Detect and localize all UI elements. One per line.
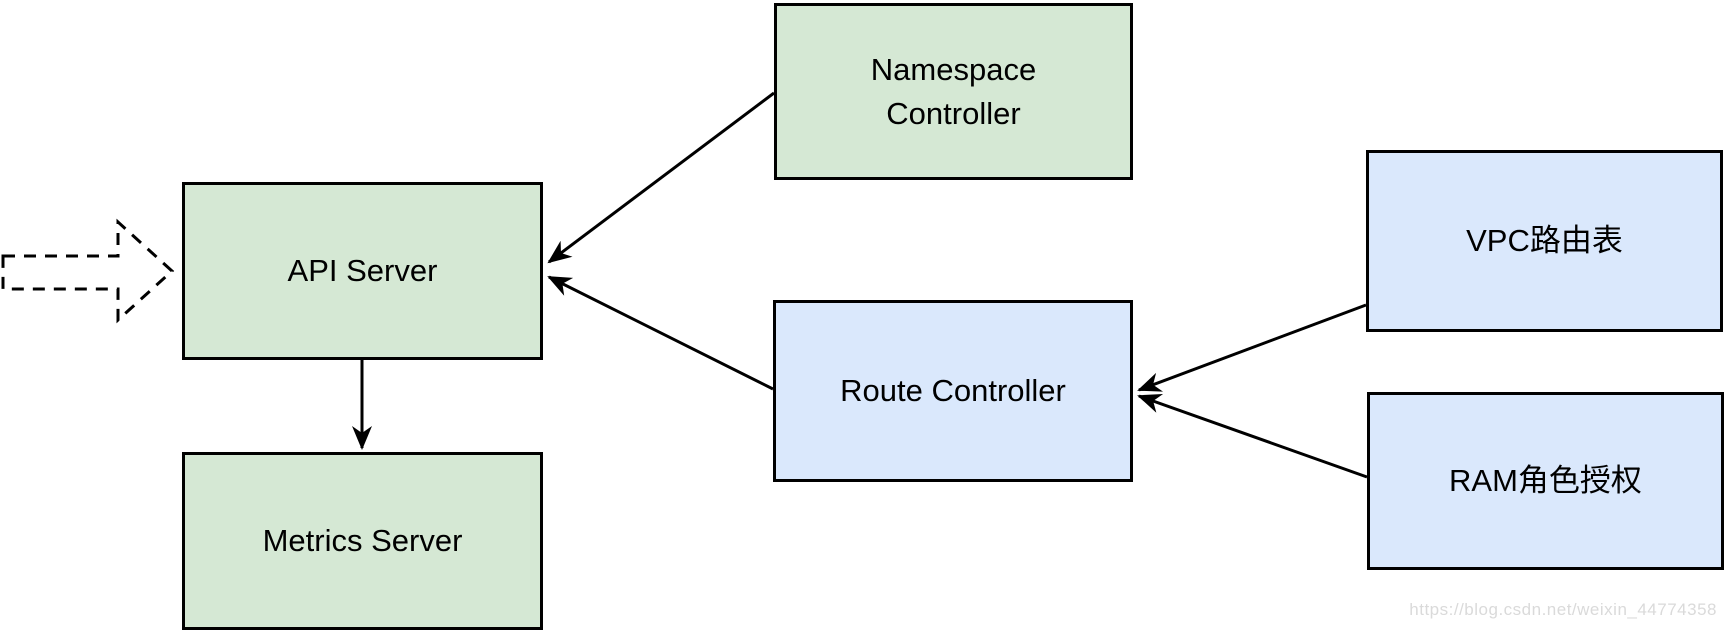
- node-api-server: API Server: [182, 182, 543, 360]
- edge-ram-to-route: [1137, 393, 1368, 479]
- node-label-line1: Namespace: [870, 52, 1037, 88]
- node-label: VPC路由表: [1466, 223, 1623, 259]
- node-ram-role-auth: RAM角色授权: [1367, 392, 1724, 570]
- edge-vpc-to-route: [1137, 303, 1367, 392]
- node-label-line2: Controller: [886, 95, 1021, 131]
- node-label: Route Controller: [840, 373, 1066, 409]
- node-namespace-controller: Namespace Controller: [774, 3, 1133, 180]
- edge-route-to-api: [547, 275, 774, 391]
- node-metrics-server: Metrics Server: [182, 452, 543, 630]
- node-label: API Server: [287, 253, 438, 289]
- node-route-controller: Route Controller: [773, 300, 1133, 482]
- edge-namespace-to-api: [547, 91, 775, 264]
- node-vpc-route-table: VPC路由表: [1366, 150, 1723, 332]
- dashed-input-arrow: [1, 218, 175, 324]
- node-label: Metrics Server: [262, 523, 463, 559]
- node-label: Namespace Controller: [871, 48, 1036, 135]
- node-label: RAM角色授权: [1449, 463, 1642, 499]
- watermark: https://blog.csdn.net/weixin_44774358: [1409, 600, 1717, 619]
